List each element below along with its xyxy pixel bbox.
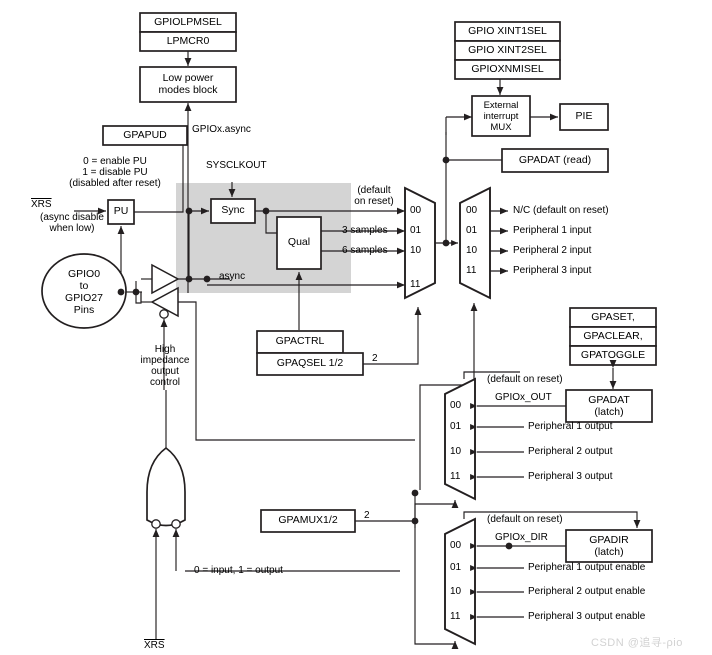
gpatoggle-box: GPATOGGLE xyxy=(580,348,646,361)
low-power-modes-block: Low power modes block xyxy=(158,72,218,96)
periph-input-3: Peripheral 3 input xyxy=(513,265,592,276)
gpamux-width-label: 2 xyxy=(364,510,370,521)
xrs-note-line1: (async disable xyxy=(40,212,104,223)
pu-enable-label: 0 = enable PU xyxy=(83,156,147,167)
gpiolpmsel-box: GPIOLPMSEL xyxy=(154,15,222,28)
gpactrl-box: GPACTRL xyxy=(275,335,325,348)
xrs-note-line2: when low) xyxy=(49,223,95,234)
gpaqsel-box: GPAQSEL 1/2 xyxy=(276,357,344,370)
watermark: CSDN @追寻-ρio xyxy=(591,637,683,649)
pie-box: PIE xyxy=(575,110,593,123)
pu-disable-label: 1 = disable PU xyxy=(82,167,148,178)
hi-z-line2: impedance xyxy=(140,355,190,366)
qual-mux-sel-01: 01 xyxy=(410,225,422,236)
dir-mux-sel-00: 00 xyxy=(450,540,462,551)
default-on-reset-line2: on reset) xyxy=(354,196,394,207)
gpaclear-box: GPACLEAR, xyxy=(583,329,643,342)
lpmcr0-box: LPMCR0 xyxy=(166,34,210,47)
gpapud-box: GPAPUD xyxy=(123,128,167,141)
dir-default-reset-label: (default on reset) xyxy=(487,514,563,525)
periph-output-enable-3: Peripheral 3 output enable xyxy=(528,611,646,622)
periph-input-1: Peripheral 1 input xyxy=(513,225,592,236)
default-on-reset-line1: (default xyxy=(357,185,391,196)
periph-input-0: N/C (default on reset) xyxy=(513,205,609,216)
gpiox-out-label: GPIOx_OUT xyxy=(495,392,552,403)
output-default-reset-label: (default on reset) xyxy=(487,374,563,385)
hi-z-line1: High xyxy=(154,344,176,355)
periph-output-3: Peripheral 3 output xyxy=(528,471,613,482)
periph-input-2: Peripheral 2 input xyxy=(513,245,592,256)
async-label: async xyxy=(219,271,246,282)
periph-output-2: Peripheral 2 output xyxy=(528,446,613,457)
xrs-pu-label: XRS xyxy=(31,199,52,210)
dir-polarity-label: 0 = input, 1 = output xyxy=(194,565,283,576)
periph-mux-sel-00: 00 xyxy=(466,205,478,216)
xrs-bottom-label: XRS xyxy=(144,640,165,651)
xint1sel-box: GPIO XINT1SEL xyxy=(468,24,547,37)
pu-block: PU xyxy=(113,205,129,218)
xint2sel-box: GPIO XINT2SEL xyxy=(468,43,547,56)
gpiox-dir-label: GPIOx_DIR xyxy=(495,532,548,543)
output-mux-sel-11: 11 xyxy=(450,471,461,482)
qual-mux-sel-11: 11 xyxy=(410,279,421,290)
xnmisel-box: GPIOXNMISEL xyxy=(471,62,544,75)
gpadir-latch-box: GPADIR (latch) xyxy=(589,534,629,558)
qual-block: Qual xyxy=(287,236,311,249)
external-interrupt-mux-box: External interrupt MUX xyxy=(483,99,519,133)
sync-block: Sync xyxy=(221,204,245,217)
dir-mux-sel-10: 10 xyxy=(450,586,462,597)
periph-output-enable-2: Peripheral 2 output enable xyxy=(528,586,646,597)
3-samples-label: 3 samples xyxy=(342,225,388,236)
6-samples-label: 6 samples xyxy=(342,245,388,256)
pu-reset-label: (disabled after reset) xyxy=(69,178,161,189)
sysclkout-label: SYSCLKOUT xyxy=(206,160,267,171)
dir-mux-sel-01: 01 xyxy=(450,562,462,573)
periph-output-1: Peripheral 1 output xyxy=(528,421,613,432)
hi-z-line4: control xyxy=(149,377,180,388)
gpio-pins-circle: GPIO0 to GPIO27 Pins xyxy=(65,268,103,316)
gpaqsel-width-label: 2 xyxy=(372,353,378,364)
dir-mux-sel-11: 11 xyxy=(450,611,461,622)
qualification-region xyxy=(176,183,351,293)
hi-z-line3: output xyxy=(151,366,179,377)
gpadat-latch-box: GPADAT (latch) xyxy=(588,394,630,418)
output-mux-sel-10: 10 xyxy=(450,446,462,457)
periph-mux-sel-11: 11 xyxy=(466,265,477,276)
gpamux-box: GPAMUX1/2 xyxy=(278,514,338,527)
periph-output-enable-1: Peripheral 1 output enable xyxy=(528,562,646,573)
periph-mux-sel-01: 01 xyxy=(466,225,478,236)
output-mux-sel-00: 00 xyxy=(450,400,462,411)
gpiox-async-label: GPIOx.async xyxy=(192,124,251,135)
periph-mux-sel-10: 10 xyxy=(466,245,478,256)
qual-mux-sel-10: 10 xyxy=(410,245,422,256)
output-mux-sel-01: 01 xyxy=(450,421,462,432)
gpaset-box: GPASET, xyxy=(591,310,635,323)
gpadat-read-box: GPADAT (read) xyxy=(518,153,592,166)
qual-mux-sel-00: 00 xyxy=(410,205,422,216)
